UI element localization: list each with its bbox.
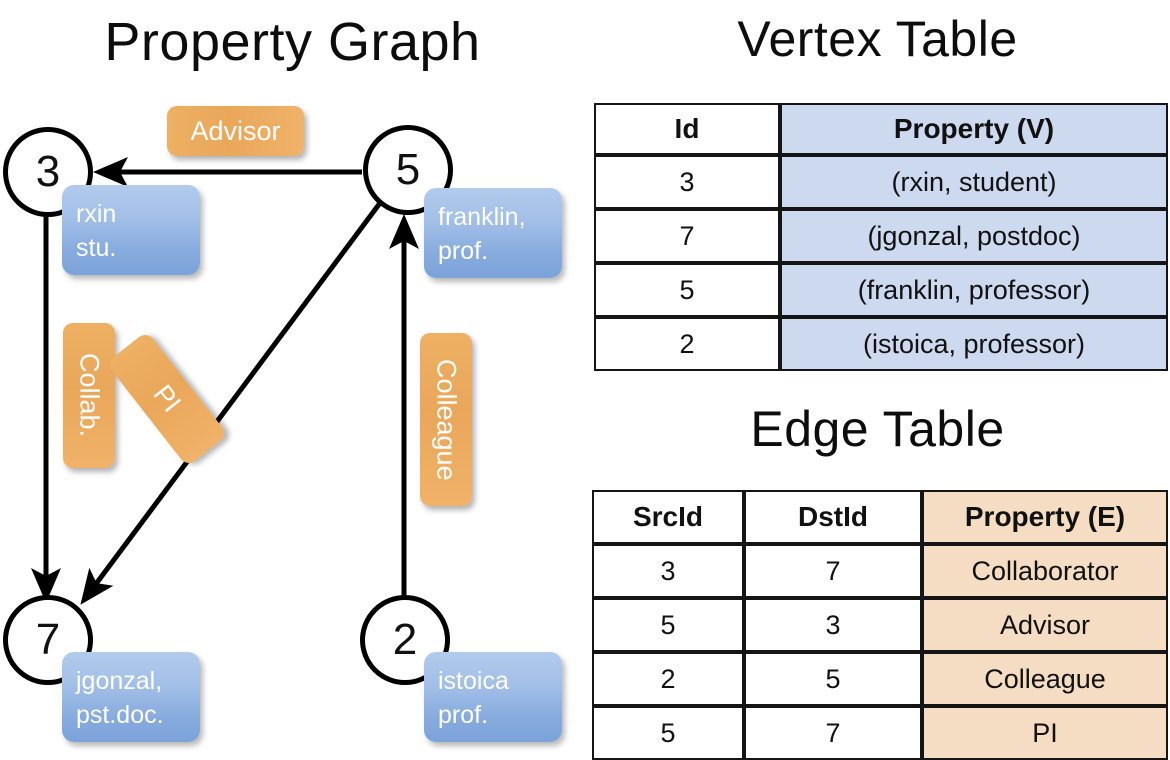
table-row[interactable]: 2 (istoica, professor) (594, 317, 1168, 371)
edge-label-advisor-text: Advisor (190, 115, 281, 146)
vertex-table-header-property: Property (V) (780, 103, 1168, 155)
vertex-property-line-2: prof. (438, 237, 489, 265)
vertex-cell-id: 2 (594, 317, 780, 371)
edge-cell-dstid: 7 (744, 544, 922, 598)
graph-edges-svg (31, 157, 419, 605)
vertex-table-header-row: Id Property (V) (594, 103, 1168, 155)
page-title-vertex-table: Vertex Table (737, 11, 1018, 67)
vertex-cell-property: (istoica, professor) (780, 317, 1168, 371)
graph-node-7-label: 7 (35, 615, 61, 664)
vertex-cell-id: 7 (594, 209, 780, 263)
table-row[interactable]: 2 5 Colleague (592, 652, 1168, 706)
vertex-property-line-2: pst.doc. (76, 701, 164, 729)
table-row[interactable]: 5 3 Advisor (592, 598, 1168, 652)
edge-cell-property: PI (922, 706, 1168, 760)
edge-cell-srcid: 3 (592, 544, 744, 598)
edge-table-header-row: SrcId DstId Property (E) (592, 490, 1168, 544)
vertex-property-callout-jgonzal: jgonzal, pst.doc. (62, 652, 200, 742)
vertex-property-callout-franklin: franklin, prof. (424, 188, 562, 278)
edge-table-header-srcid: SrcId (592, 490, 744, 544)
graph-node-3-label: 3 (35, 147, 61, 196)
table-row[interactable]: 5 (franklin, professor) (594, 263, 1168, 317)
edge-cell-property: Collaborator (922, 544, 1168, 598)
edge-cell-srcid: 5 (592, 706, 744, 760)
edge-label-pi-text: PI (147, 379, 188, 418)
edge-cell-property: Advisor (922, 598, 1168, 652)
edge-cell-dstid: 3 (744, 598, 922, 652)
edge-label-colleague-text: Colleague (431, 358, 462, 481)
vertex-property-callout-rxin: rxin stu. (62, 185, 200, 275)
graph-node-2[interactable]: 2 (360, 595, 450, 685)
vertex-property-line-1: istoica (438, 667, 509, 695)
vertex-cell-property: (franklin, professor) (780, 263, 1168, 317)
vertex-property-line-2: stu. (76, 234, 117, 262)
table-row[interactable]: 5 7 PI (592, 706, 1168, 760)
property-graph-panel: Property Graph 3 5 7 2 rxin stu. frankli… (3, 12, 562, 742)
edge-label-collab-text: Collab. (74, 353, 105, 438)
vertex-property-callout-istoica: istoica prof. (424, 652, 562, 742)
graph-node-2-label: 2 (392, 615, 418, 664)
edge-cell-dstid: 5 (744, 652, 922, 706)
edge-table-header-property: Property (E) (922, 490, 1168, 544)
table-row[interactable]: 3 7 Collaborator (592, 544, 1168, 598)
vertex-table: Id Property (V) 3 (rxin, student) 7 (jgo… (594, 103, 1168, 371)
edge-arrow-5-to-7 (80, 201, 383, 605)
graph-node-5-label: 5 (395, 145, 421, 194)
vertex-cell-property: (jgonzal, postdoc) (780, 209, 1168, 263)
edge-label-colleague: Colleague (420, 333, 472, 506)
vertex-property-line-1: franklin, (438, 203, 526, 231)
edge-table: SrcId DstId Property (E) 3 7 Collaborato… (592, 490, 1168, 760)
vertex-cell-property: (rxin, student) (780, 155, 1168, 209)
table-row[interactable]: 3 (rxin, student) (594, 155, 1168, 209)
vertex-property-line-1: rxin (76, 200, 117, 228)
table-row[interactable]: 7 (jgonzal, postdoc) (594, 209, 1168, 263)
edge-cell-srcid: 2 (592, 652, 744, 706)
edge-cell-property: Colleague (922, 652, 1168, 706)
edge-label-advisor: Advisor (167, 106, 304, 156)
page-title-property-graph: Property Graph (104, 12, 481, 72)
edge-table-header-dstid: DstId (744, 490, 922, 544)
vertex-cell-id: 3 (594, 155, 780, 209)
vertex-property-line-1: jgonzal, (76, 667, 163, 695)
edge-cell-dstid: 7 (744, 706, 922, 760)
page-title-edge-table: Edge Table (750, 401, 1005, 457)
edge-label-collab: Collab. (63, 323, 115, 468)
edge-cell-srcid: 5 (592, 598, 744, 652)
vertex-property-line-2: prof. (438, 701, 489, 729)
graph-node-5[interactable]: 5 (363, 125, 453, 215)
vertex-cell-id: 5 (594, 263, 780, 317)
vertex-table-header-id: Id (594, 103, 780, 155)
